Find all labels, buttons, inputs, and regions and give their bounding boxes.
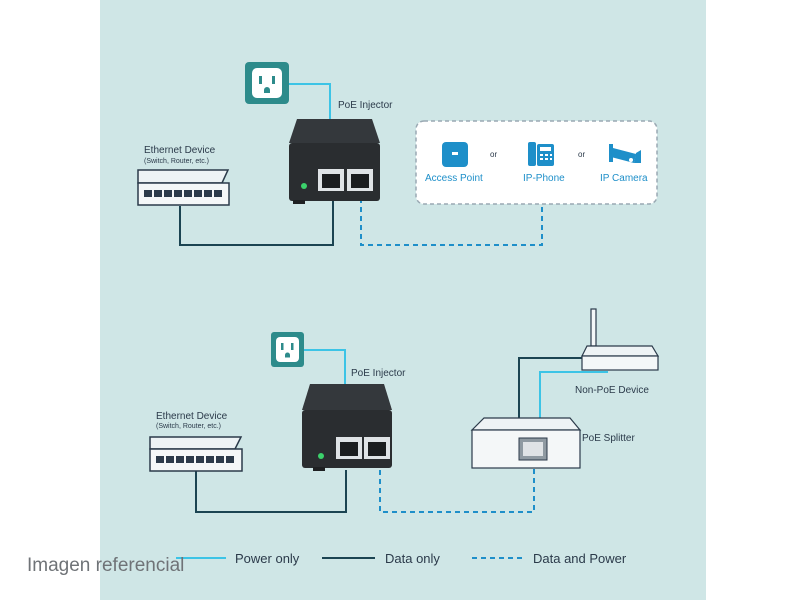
splitter-power-line (539, 371, 608, 418)
legend-data-only: Data only (385, 551, 440, 566)
ip-camera-icon (609, 144, 641, 163)
bottom-ethernet-device-label: Ethernet Device (156, 411, 228, 422)
bottom-injector-label: PoE Injector (351, 368, 406, 379)
splitter-data-line (518, 357, 582, 418)
poe-injector-device (289, 119, 380, 204)
poe-splitter-device (470, 417, 582, 469)
power-outlet-icon (245, 62, 289, 104)
client-label-ip-camera: IP Camera (600, 173, 648, 184)
client-label-access-point: Access Point (425, 173, 483, 184)
bottom-data-line (195, 470, 347, 513)
or-label: or (490, 150, 498, 159)
caption-text: Imagen referencial (27, 555, 185, 576)
top-ethernet-device-sub: (Switch, Router, etc.) (144, 158, 209, 165)
top-injector-label: PoE Injector (338, 100, 393, 111)
poe-splitter-label: PoE Splitter (582, 433, 635, 444)
non-poe-device-label: Non-PoE Device (575, 385, 649, 396)
non-poe-router-device (581, 308, 660, 371)
ethernet-switch-device (149, 436, 243, 472)
access-point-icon (442, 142, 468, 167)
diagram-panel (100, 0, 706, 600)
or-label: or (578, 150, 586, 159)
legend-power-only: Power only (235, 551, 300, 566)
top-data-line (179, 198, 334, 246)
bottom-ethernet-device-sub: (Switch, Router, etc.) (156, 423, 221, 430)
power-outlet-icon (271, 332, 304, 367)
top-ethernet-device-label: Ethernet Device (144, 145, 216, 156)
legend-data-and-power: Data and Power (533, 551, 627, 566)
bottom-data-power-line (379, 468, 535, 513)
ip-phone-icon (528, 142, 554, 166)
bottom-power-line (300, 349, 346, 384)
ethernet-switch-device (137, 169, 230, 206)
poe-injector-device (302, 384, 392, 471)
client-label-ip-phone: IP-Phone (523, 173, 565, 184)
clients-box (415, 120, 658, 205)
top-power-line (272, 83, 331, 120)
top-data-power-line (360, 198, 543, 246)
